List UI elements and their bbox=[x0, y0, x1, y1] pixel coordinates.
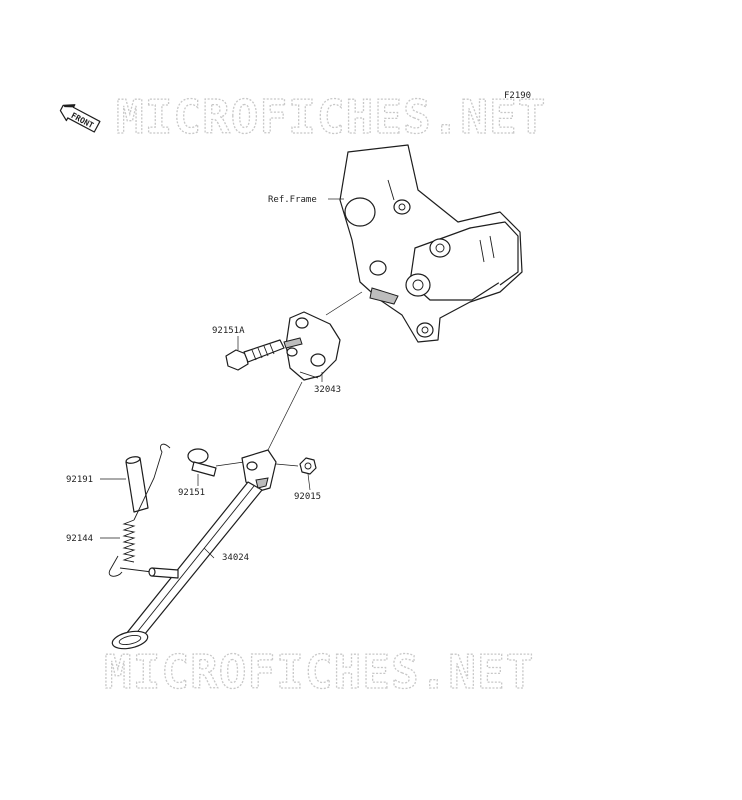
label-ref-frame: Ref.Frame bbox=[268, 195, 317, 205]
label-92144: 92144 bbox=[66, 534, 93, 544]
sleeve-92191 bbox=[125, 456, 149, 513]
label-92191: 92191 bbox=[66, 475, 93, 485]
label-92151: 92151 bbox=[178, 488, 205, 498]
label-92151A: 92151A bbox=[212, 326, 245, 336]
label-34024: 34024 bbox=[222, 553, 249, 563]
bolt-92151A bbox=[225, 339, 285, 371]
bolt-92151 bbox=[187, 448, 245, 477]
label-32043: 32043 bbox=[314, 385, 341, 395]
front-arrow-icon: FRONT bbox=[59, 104, 101, 133]
spring-pin bbox=[148, 567, 179, 579]
frame-reference bbox=[339, 144, 523, 343]
diagram-code: F2190 bbox=[504, 91, 531, 101]
nut-92015 bbox=[275, 457, 317, 475]
watermark-top: MICROFICHES.NET bbox=[116, 90, 546, 144]
leader-bracket-frame bbox=[325, 291, 363, 316]
watermark-bottom: MICROFICHES.NET bbox=[104, 645, 534, 699]
label-92015: 92015 bbox=[294, 492, 321, 502]
side-stand-34024 bbox=[111, 449, 277, 650]
leader-bracket-stand bbox=[267, 381, 303, 451]
leader-34024 bbox=[203, 547, 215, 559]
bracket-32043 bbox=[283, 311, 341, 381]
spring-92144 bbox=[108, 443, 171, 577]
leader-92015 bbox=[307, 473, 311, 491]
